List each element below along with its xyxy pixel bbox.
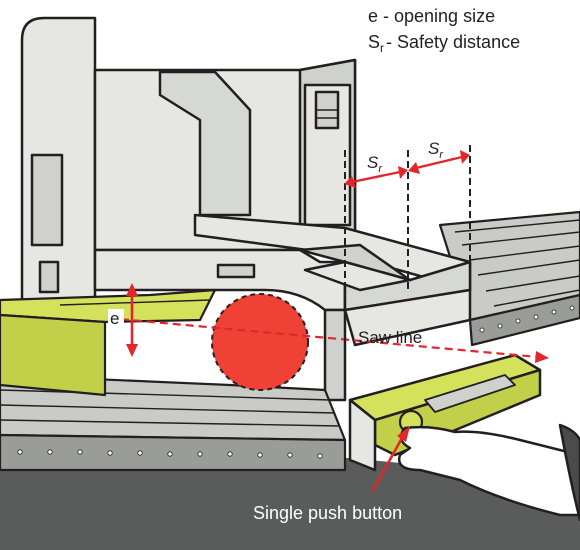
operator-hand bbox=[397, 423, 580, 522]
conveyor-left-slats bbox=[0, 389, 341, 427]
conveyor-left-holes bbox=[17, 449, 323, 459]
push-button-pointer bbox=[370, 426, 410, 493]
saw-lower-body bbox=[323, 288, 472, 402]
workpiece bbox=[0, 288, 217, 397]
legend-safety-distance: Sr- Safety distance bbox=[368, 32, 520, 55]
push-button-label-bg bbox=[235, 500, 465, 526]
push-button-label: Single push button bbox=[253, 503, 402, 523]
conveyor-right-holes bbox=[479, 305, 575, 333]
opening-label: e bbox=[110, 309, 119, 328]
saw-blade-zone bbox=[211, 293, 309, 391]
saw-housing bbox=[93, 58, 357, 252]
opening-label-bg bbox=[108, 309, 124, 327]
conveyor-right-slats bbox=[454, 219, 580, 307]
safety-distance-guides bbox=[344, 145, 471, 395]
legend-opening-size: e - opening size bbox=[368, 6, 495, 26]
saw-carriage bbox=[93, 243, 472, 312]
sr-label-left: Sr bbox=[367, 153, 383, 175]
saw-line-arrowhead bbox=[535, 351, 549, 363]
sr-label-right: Sr bbox=[428, 139, 444, 161]
opening-size-arrow bbox=[126, 283, 138, 357]
safety-distance-arrows bbox=[344, 150, 470, 188]
back-cabinet bbox=[20, 16, 97, 302]
saw-line bbox=[107, 316, 539, 359]
saw-line-label: Saw line bbox=[358, 328, 422, 347]
conveyor-left bbox=[0, 373, 347, 472]
